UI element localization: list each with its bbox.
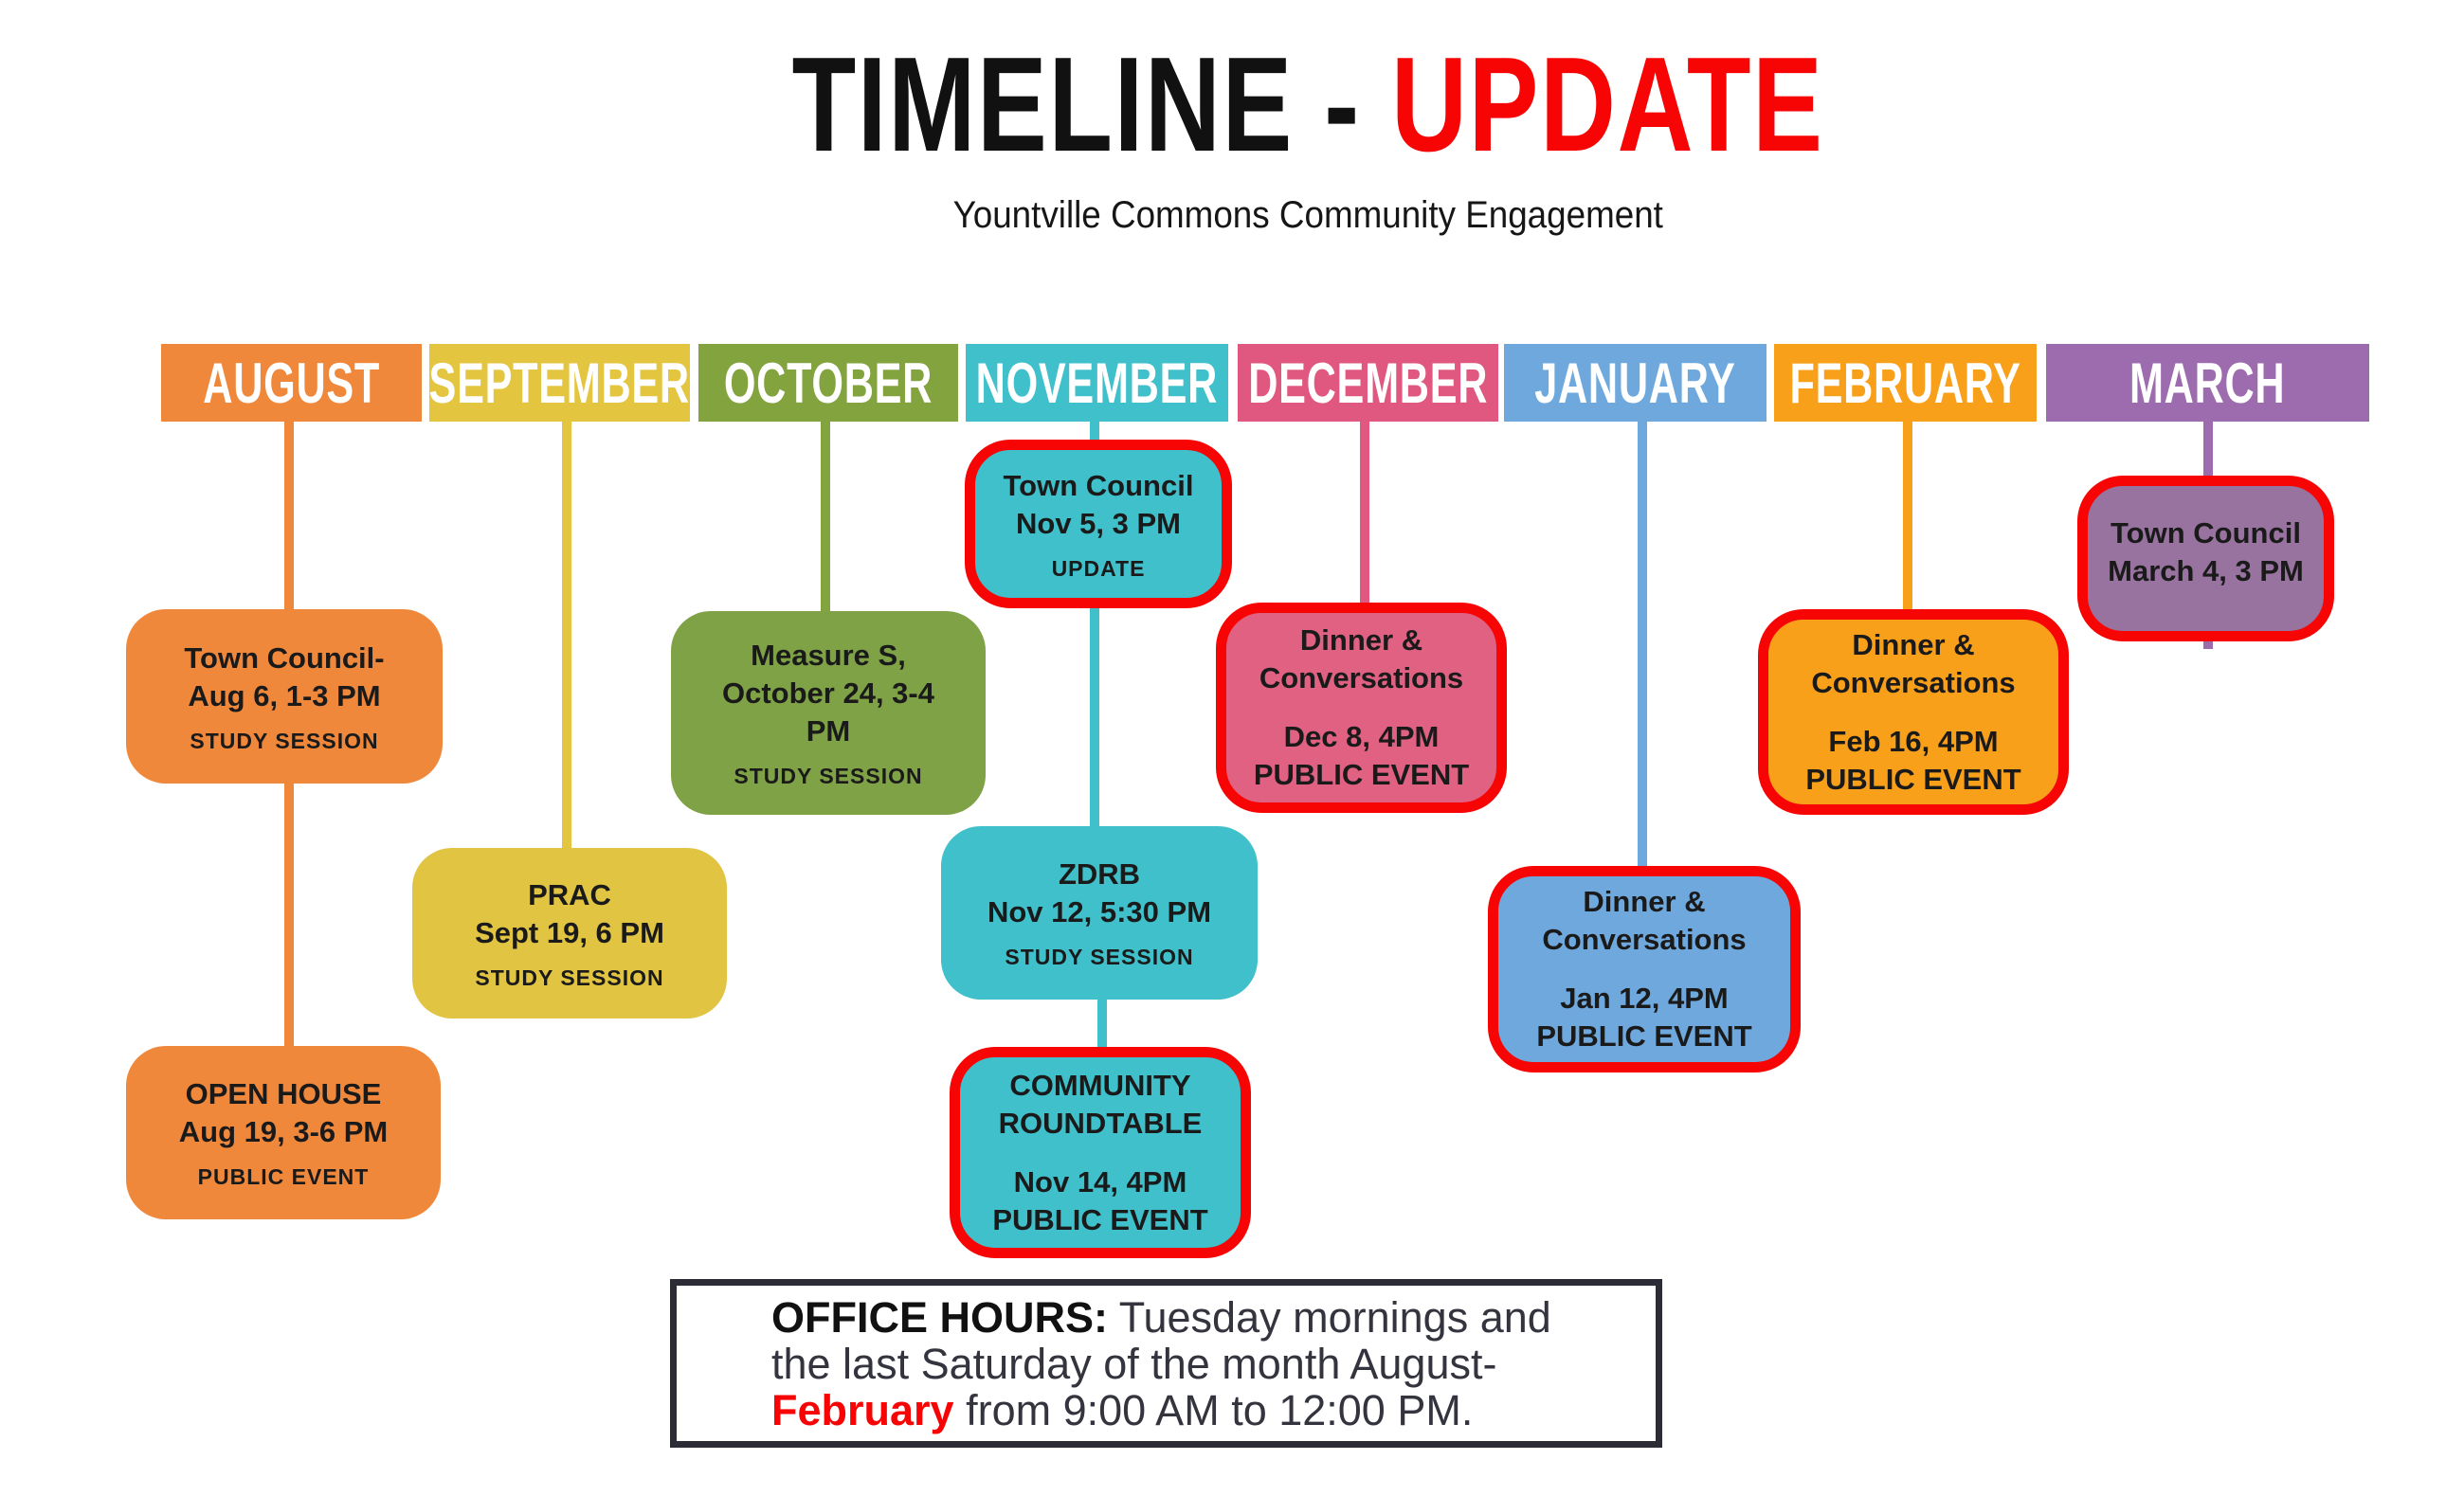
month-header-october: OCTOBER	[698, 344, 958, 422]
event-community-roundtable: COMMUNITY ROUNDTABLE Nov 14, 4PM PUBLIC …	[950, 1047, 1251, 1258]
month-header-november: NOVEMBER	[966, 344, 1228, 422]
month-label: DECEMBER	[1248, 351, 1488, 415]
event-title: Town Council Nov 5, 3 PM	[1003, 468, 1194, 540]
event-tag: PUBLIC EVENT	[197, 1164, 370, 1189]
event-tag: Dec 8, 4PM PUBLIC EVENT	[1253, 720, 1470, 791]
month-header-august: AUGUST	[161, 344, 422, 422]
office-hours-text: from 9:00 AM to 12:00 PM.	[953, 1385, 1474, 1434]
title-main: TIMELINE -	[791, 29, 1391, 180]
event-title: ZDRB Nov 12, 5:30 PM	[987, 857, 1212, 928]
event-tag: STUDY SESSION	[1005, 945, 1194, 969]
month-header-january: JANUARY	[1504, 344, 1766, 422]
event-dinner-conversations-jan: Dinner & Conversations Jan 12, 4PM PUBLI…	[1488, 866, 1801, 1072]
event-title: Dinner & Conversations	[1542, 885, 1747, 956]
event-town-council-mar: Town Council March 4, 3 PM	[2077, 476, 2334, 641]
title-highlight: UPDATE	[1390, 29, 1824, 180]
connector-december	[1360, 422, 1369, 603]
month-header-february: FEBRUARY	[1774, 344, 2037, 422]
month-label: NOVEMBER	[975, 351, 1219, 415]
event-title: OPEN HOUSE Aug 19, 3-6 PM	[178, 1077, 389, 1148]
event-open-house: OPEN HOUSE Aug 19, 3-6 PM PUBLIC EVENT	[126, 1046, 441, 1219]
office-hours-text: Tuesday mornings and	[1108, 1292, 1551, 1342]
month-label: FEBRUARY	[1789, 351, 2021, 415]
event-title: PRAC Sept 19, 6 PM	[475, 877, 664, 949]
event-title: Town Council March 4, 3 PM	[2108, 516, 2304, 587]
month-header-december: DECEMBER	[1238, 344, 1498, 422]
connector-january	[1638, 422, 1647, 866]
office-hours-label: OFFICE HOURS:	[771, 1292, 1108, 1342]
month-label: SEPTEMBER	[428, 351, 691, 415]
connector-february	[1903, 422, 1912, 609]
office-hours-line3: February from 9:00 AM to 12:00 PM.	[771, 1387, 1656, 1433]
event-measure-s: Measure S, October 24, 3-4 PM STUDY SESS…	[671, 611, 986, 815]
event-tag: Jan 12, 4PM PUBLIC EVENT	[1536, 982, 1752, 1053]
event-zdrb: ZDRB Nov 12, 5:30 PM STUDY SESSION	[941, 826, 1258, 1000]
event-tag: STUDY SESSION	[475, 964, 664, 990]
office-hours-line1: OFFICE HOURS: Tuesday mornings and	[771, 1294, 1656, 1341]
event-title: COMMUNITY ROUNDTABLE	[998, 1068, 1203, 1140]
subtitle-text: Yountville Commons Community Engagement	[952, 194, 1663, 236]
office-hours-box: OFFICE HOURS: Tuesday mornings and the l…	[670, 1279, 1662, 1448]
month-label: MARCH	[2129, 351, 2286, 415]
event-tag: Feb 16, 4PM PUBLIC EVENT	[1805, 724, 2021, 796]
event-tag: STUDY SESSION	[190, 728, 379, 753]
month-label: OCTOBER	[723, 351, 933, 415]
office-hours-line2: the last Saturday of the month August-	[771, 1339, 1497, 1388]
event-tag: STUDY SESSION	[734, 764, 923, 788]
connector-november-lower	[1097, 998, 1107, 1049]
event-dinner-conversations-feb: Dinner & Conversations Feb 16, 4PM PUBLI…	[1758, 609, 2069, 815]
event-dinner-conversations-dec: Dinner & Conversations Dec 8, 4PM PUBLIC…	[1216, 603, 1507, 813]
connector-september	[562, 422, 571, 848]
month-header-september: SEPTEMBER	[429, 344, 690, 422]
event-title: Town Council- Aug 6, 1-3 PM	[184, 640, 385, 712]
page-subtitle: Yountville Commons Community Engagement	[360, 194, 2256, 237]
month-header-march: MARCH	[2046, 344, 2369, 422]
event-prac: PRAC Sept 19, 6 PM STUDY SESSION	[412, 848, 727, 1018]
event-tag: Nov 14, 4PM PUBLIC EVENT	[992, 1164, 1208, 1236]
office-hours-highlight: February	[771, 1385, 954, 1434]
month-label: AUGUST	[203, 351, 380, 415]
page-title: TIMELINE - UPDATE	[360, 38, 2256, 172]
event-title: Dinner & Conversations	[1259, 623, 1464, 694]
connector-november	[1090, 422, 1099, 826]
event-tag: UPDATE	[1051, 555, 1146, 581]
month-label: JANUARY	[1534, 351, 1736, 415]
connector-october	[821, 422, 830, 611]
event-town-council-nov: Town Council Nov 5, 3 PM UPDATE	[965, 440, 1232, 608]
event-title: Dinner & Conversations	[1811, 627, 2016, 699]
event-town-council-aug: Town Council- Aug 6, 1-3 PM STUDY SESSIO…	[126, 609, 443, 784]
title-text: TIMELINE - UPDATE	[792, 38, 1824, 172]
event-title: Measure S, October 24, 3-4 PM	[722, 639, 934, 748]
